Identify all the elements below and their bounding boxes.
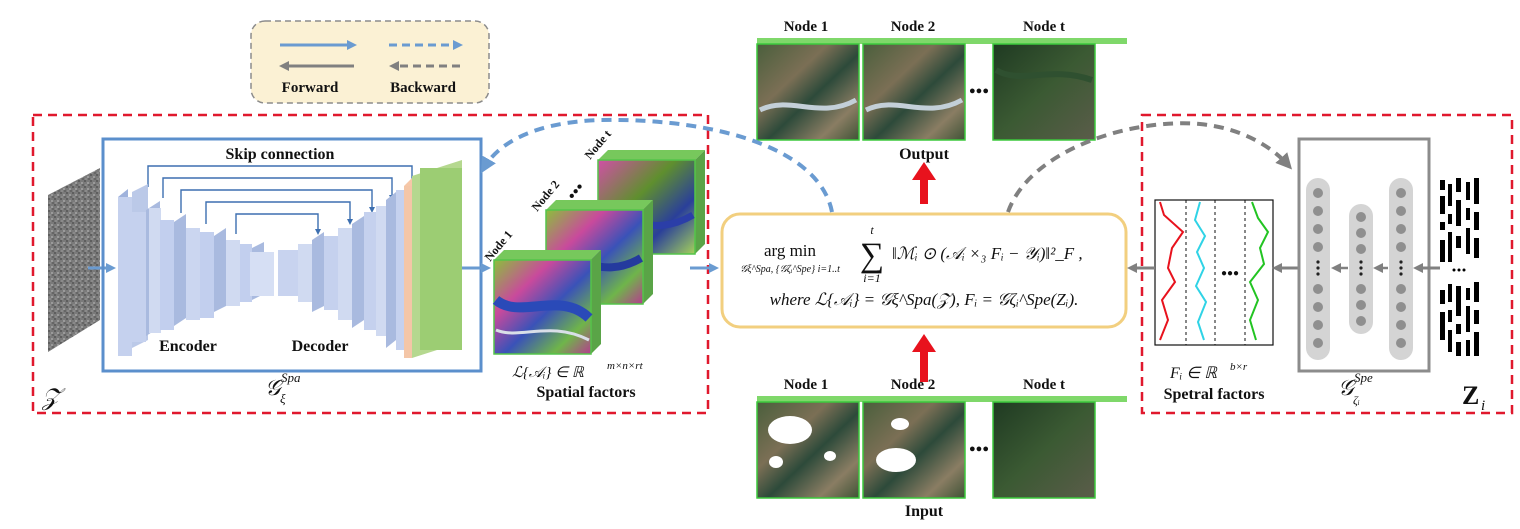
sum-symbol: ∑ bbox=[860, 237, 884, 274]
input-caption: Input bbox=[905, 503, 944, 520]
spatial-generator-label: 𝒢 Spa ξ bbox=[265, 370, 301, 406]
spectral-input-symbol: Z i bbox=[1462, 381, 1485, 414]
spectral-curve-green bbox=[1248, 201, 1270, 341]
input-image-1 bbox=[756, 401, 860, 499]
sum-lower: i=1 bbox=[863, 271, 880, 285]
argmin-label: arg min bbox=[764, 241, 817, 260]
spectral-factor-formula: Fᵢ ∈ ℝ b×r bbox=[1169, 361, 1248, 382]
input-node-label-2: Node 2 bbox=[891, 377, 936, 393]
svg-text:Spa: Spa bbox=[281, 370, 301, 385]
svg-text:ξ: ξ bbox=[280, 391, 286, 406]
spectral-factors-plot: ●●● bbox=[1154, 199, 1274, 346]
svg-text:Fᵢ ∈ ℝ: Fᵢ ∈ ℝ bbox=[1169, 365, 1218, 382]
output-image-t bbox=[992, 43, 1096, 141]
spectral-input-code bbox=[1440, 178, 1479, 356]
output-image-2 bbox=[862, 43, 966, 141]
skip-connection-label: Skip connection bbox=[226, 146, 335, 163]
svg-text:𝒢: 𝒢 bbox=[1338, 375, 1357, 400]
spatial-factor-dots: ●●● bbox=[566, 181, 586, 202]
encoder-decoder-layers bbox=[118, 160, 462, 358]
skip-connection-lines bbox=[147, 165, 415, 235]
legend-backward-label: Backward bbox=[390, 80, 456, 96]
spatial-factor-node-1 bbox=[492, 250, 601, 355]
spectral-dots: ●●● bbox=[1221, 268, 1239, 279]
svg-text:𝒢: 𝒢 bbox=[265, 375, 284, 400]
spatial-factor-images: Node 1 Node 2 Node t ●●● bbox=[482, 127, 705, 355]
spectral-network-layers bbox=[1306, 178, 1413, 360]
input-node-label-t: Node t bbox=[1023, 377, 1065, 393]
svg-text:Z: Z bbox=[1462, 381, 1479, 410]
sum-upper: t bbox=[870, 223, 874, 237]
input-image-t bbox=[992, 401, 1096, 499]
svg-text:ℒ{𝒜ᵢ} ∈ ℝ: ℒ{𝒜ᵢ} ∈ ℝ bbox=[512, 365, 585, 381]
output-dots: ●●● bbox=[969, 85, 989, 97]
input-node-label-1: Node 1 bbox=[784, 377, 829, 393]
output-node-label-2: Node 2 bbox=[891, 19, 936, 35]
backward-curve-left bbox=[481, 117, 834, 213]
noise-input-image bbox=[48, 168, 100, 352]
spectral-curve-cyan bbox=[1193, 201, 1208, 341]
objective-where-line: where ℒ{𝒜ᵢ} = 𝒢ξ^Spa(𝒵), Fᵢ = 𝒢ζᵢ^Spe(Zᵢ… bbox=[770, 290, 1079, 309]
output-images: Node 1 Node 2 Node t ●●● bbox=[756, 19, 1127, 141]
objective-formula: arg min 𝒢ξ^Spa, {𝒢ζᵢ^Spe} i=1..t t ∑ i=1… bbox=[740, 223, 1083, 309]
spectral-module-box bbox=[1140, 113, 1514, 415]
legend-box bbox=[250, 20, 490, 104]
argmin-subscript: 𝒢ξ^Spa, {𝒢ζᵢ^Spe} i=1..t bbox=[740, 264, 840, 275]
spectral-curve-red bbox=[1159, 201, 1185, 341]
backward-curve-right bbox=[1006, 121, 1293, 213]
objective-expression: ‖ℳᵢ ⊙ (𝒜ᵢ ×₃ Fᵢ − 𝒴ᵢ)‖²_F , bbox=[892, 244, 1083, 263]
spatial-network-box bbox=[101, 137, 483, 373]
output-node-label-1: Node 1 bbox=[784, 19, 829, 35]
output-image-1 bbox=[756, 43, 860, 141]
svg-text:i: i bbox=[1481, 398, 1485, 414]
cloud-icon bbox=[876, 448, 916, 472]
svg-text:Spe: Spe bbox=[1354, 370, 1373, 385]
svg-text:ζᵢ: ζᵢ bbox=[1353, 393, 1360, 407]
noise-input-symbol: 𝒵 bbox=[41, 385, 66, 411]
svg-text:b×r: b×r bbox=[1230, 361, 1248, 373]
input-dots: ●●● bbox=[969, 443, 989, 455]
legend-forward-label: Forward bbox=[282, 80, 339, 96]
svg-text:m×n×rt: m×n×rt bbox=[607, 360, 644, 372]
output-node-label-t: Node t bbox=[1023, 19, 1065, 35]
input-image-2 bbox=[862, 401, 966, 499]
encoder-label: Encoder bbox=[159, 338, 217, 355]
spatial-factor-formula: ℒ{𝒜ᵢ} ∈ ℝ m×n×rt bbox=[512, 360, 644, 381]
spectral-generator-label: 𝒢 Spe ζᵢ bbox=[1338, 370, 1373, 407]
legend: Forward Backward bbox=[250, 20, 490, 104]
spectral-factors-caption: Spetral factors bbox=[1164, 386, 1265, 403]
input-images: Node 1 Node 2 Node t ●●● bbox=[756, 377, 1127, 499]
spectral-network-box bbox=[1297, 137, 1431, 373]
cloud-icon bbox=[768, 416, 812, 444]
decoder-label: Decoder bbox=[292, 338, 349, 355]
objective-box bbox=[720, 212, 1128, 329]
output-caption: Output bbox=[899, 146, 949, 163]
red-up-arrows bbox=[912, 162, 936, 382]
spatial-module-box bbox=[31, 113, 710, 415]
spatial-factors-caption: Spatial factors bbox=[536, 384, 635, 401]
